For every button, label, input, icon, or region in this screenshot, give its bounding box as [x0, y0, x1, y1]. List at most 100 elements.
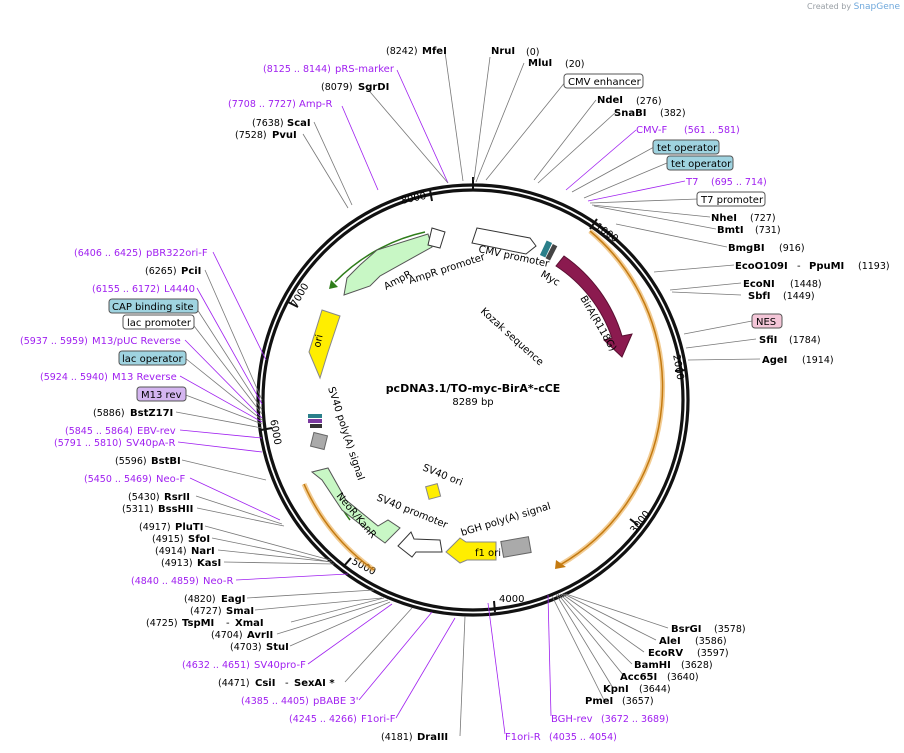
site-scai: ScaI: [287, 118, 311, 129]
site-pos: (1193): [858, 261, 890, 272]
cmv-promoter-arrow: [471, 227, 537, 255]
leader-line: [204, 269, 263, 401]
site-pos: (8079): [321, 82, 353, 93]
site-pos: (4725): [146, 618, 178, 629]
feature-nes: NES: [756, 317, 776, 328]
orf-arc-neor-line: [303, 483, 375, 571]
leader-line: [671, 291, 742, 296]
site-separator: -: [797, 261, 801, 272]
primer-f1ori-r: F1ori-R: [505, 732, 541, 743]
site-pos: (4915): [152, 534, 184, 545]
site-pos: (1914): [802, 355, 834, 366]
site-kpni: KpnI: [603, 684, 629, 695]
site-smai: SmaI: [226, 606, 254, 617]
site-pos: (8242): [386, 46, 418, 57]
site-pos: (3578): [714, 624, 746, 635]
primer-t7: T7: [685, 177, 698, 188]
primer-range: (4385 .. 4405): [241, 696, 309, 707]
leader-line: [685, 338, 757, 349]
primer-range: (5791 .. 5810): [54, 438, 122, 449]
site-sbfi: SbfI: [748, 291, 770, 302]
credit-text: Created by SnapGene: [807, 2, 900, 12]
tick-label: 8000: [400, 191, 427, 207]
site-pos: (4471): [218, 678, 250, 689]
site-pos: (4704): [211, 630, 243, 641]
site-pos: (0): [526, 47, 539, 58]
feature-m13-rev: M13 rev: [141, 390, 182, 401]
leader-line-primer: [547, 594, 552, 717]
leader-line: [276, 599, 389, 635]
feature-tet-operator: tet operator: [671, 159, 732, 170]
site-separator: -: [226, 618, 230, 629]
leader-line: [615, 223, 728, 248]
feature-box: [108, 298, 199, 314]
leader-line-primer: [395, 617, 456, 719]
primer-range: (5845 .. 5864): [65, 426, 133, 437]
feature-box: [136, 386, 187, 402]
primer-range: (5937 .. 5959): [20, 336, 88, 347]
leader-line: [687, 358, 761, 361]
primer-range: (7708 .. 7727): [228, 99, 296, 110]
site-csii: CsiI: [255, 678, 275, 689]
leader-line: [591, 204, 711, 218]
bira-arrow: [555, 255, 633, 358]
leader-line: [555, 593, 614, 689]
site-pos: (4914): [155, 546, 187, 557]
tick-mark: [629, 518, 639, 526]
ori-label: ori: [312, 334, 325, 349]
leader-line: [313, 121, 353, 206]
site-mfei: MfeI: [422, 46, 447, 57]
site-nari: NarI: [191, 546, 215, 557]
leader-line: [485, 80, 567, 181]
leader-line: [196, 507, 285, 527]
feature-box: [563, 73, 644, 89]
site-nrui: NruI: [491, 46, 515, 57]
site-pos: (4727): [190, 606, 222, 617]
tick-mark: [674, 369, 687, 372]
primer-pbr322ori-f: pBR322ori-F: [146, 248, 208, 259]
primer-range: (5450 .. 5469): [84, 474, 152, 485]
feature-tet-operator: tet operator: [657, 143, 718, 154]
site-pos: (1448): [790, 279, 822, 290]
site-pcii: PciI: [181, 266, 201, 277]
sv40-polya-label: SV40 poly(A) signal: [325, 386, 366, 482]
site-pos: (1449): [783, 291, 815, 302]
feature-cmv-enhancer: CMV enhancer: [568, 77, 642, 88]
site-pos: (727): [750, 213, 776, 224]
site-stui: StuI: [266, 642, 289, 653]
leader-line-primer: [487, 602, 506, 735]
primer-range: (4632 .. 4651): [182, 660, 250, 671]
leader-line: [195, 495, 283, 525]
sv40-polya-block: [309, 431, 329, 451]
feature-box: [696, 191, 766, 207]
site-ppumi: PpuMI: [809, 261, 844, 272]
primer-range: (4245 .. 4266): [289, 714, 357, 725]
site-pos: (731): [755, 225, 781, 236]
site-xmai: XmaI: [235, 618, 264, 629]
site-ecorv: EcoRV: [648, 648, 683, 659]
leader-line: [217, 549, 333, 563]
sv40-ori-block: [425, 483, 442, 500]
site-pos: (3640): [667, 672, 699, 683]
site-nhei: NheI: [711, 213, 737, 224]
site-pos: (1784): [789, 335, 821, 346]
leader-line-primer: [179, 429, 263, 439]
site-bsrgi: BsrGI: [671, 624, 701, 635]
site-pos: (20): [565, 59, 585, 70]
ampr-arrow: [343, 233, 433, 296]
leader-line: [653, 264, 735, 273]
tick-mark: [287, 301, 299, 308]
kozak-label: Kozak sequence: [478, 306, 545, 368]
leader-line: [194, 305, 263, 411]
site-bmti: BmtI: [717, 225, 744, 236]
site-draiii: DraIII: [417, 732, 448, 743]
feature-lac-operator: lac operator: [122, 354, 183, 365]
site-pos: (382): [660, 108, 686, 119]
leader-line: [289, 601, 391, 647]
tick-label: 4000: [499, 594, 524, 605]
site-bmgbi: BmgBI: [728, 243, 765, 254]
m13-block: [308, 419, 322, 423]
leader-line-primer: [177, 441, 263, 453]
site-pos: (5430): [128, 492, 160, 503]
primer-m13-puc-reverse: M13/pUC Reverse: [92, 336, 181, 347]
